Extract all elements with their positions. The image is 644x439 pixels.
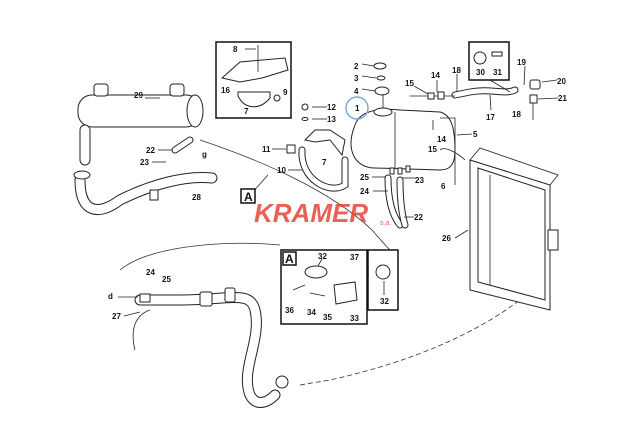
label-21: 21 [558, 94, 567, 103]
label-25: 25 [360, 173, 369, 182]
label-29: 29 [134, 91, 143, 100]
routing-line-upper [199, 139, 391, 251]
flange-4 [374, 86, 390, 96]
label-g: g [202, 150, 207, 159]
label-26: 26 [442, 234, 451, 243]
label-30: 30 [476, 68, 485, 77]
label-16: 16 [221, 86, 230, 95]
inset-a-marker [282, 251, 297, 266]
label-23-left: 23 [140, 158, 149, 167]
label-15: 15 [405, 79, 414, 88]
inset-a-side-detail [367, 249, 399, 311]
label-1: 1 [355, 104, 360, 113]
watermark-suffix: s.a. [380, 220, 391, 227]
expansion-tank-29 [77, 83, 204, 166]
bracket-16 [220, 45, 289, 108]
label-11: 11 [262, 145, 271, 154]
label-24: 24 [360, 187, 369, 196]
label-13: 13 [327, 115, 336, 124]
label-35: 35 [323, 313, 332, 322]
highlight-circle [345, 96, 369, 120]
cap-2 [373, 62, 387, 70]
bracket-7 [303, 129, 346, 157]
label-28: 28 [192, 193, 201, 202]
leader-lines [118, 48, 559, 317]
label-7: 7 [244, 107, 249, 116]
label-33: 33 [350, 314, 359, 323]
hose-27 [132, 287, 289, 408]
hose-28 [73, 136, 218, 215]
label-14-lower: 14 [437, 135, 446, 144]
detail-marker-a [240, 188, 256, 204]
label-12: 12 [327, 103, 336, 112]
label-5: 5 [473, 130, 478, 139]
routing-line-lower [119, 242, 281, 271]
label-4: 4 [354, 87, 359, 96]
label-6: 6 [441, 182, 446, 191]
label-17: 17 [486, 113, 495, 122]
label-7-bracket: 7 [322, 158, 327, 167]
detail-marker-a-label: A [244, 190, 253, 204]
label-23: 23 [415, 176, 424, 185]
label-32-side: 32 [380, 297, 389, 306]
label-27: 27 [112, 312, 121, 321]
label-8: 8 [233, 45, 238, 54]
washer-3 [376, 75, 386, 81]
label-14: 14 [431, 71, 440, 80]
label-31: 31 [493, 68, 502, 77]
label-22: 22 [414, 213, 423, 222]
label-9: 9 [283, 88, 288, 97]
label-18-right: 18 [512, 110, 521, 119]
label-19: 19 [517, 58, 526, 67]
label-10: 10 [277, 166, 286, 175]
label-20: 20 [557, 77, 566, 86]
label-22-left: 22 [146, 146, 155, 155]
label-18: 18 [452, 66, 461, 75]
radiator-26 [469, 147, 559, 311]
label-34: 34 [307, 308, 316, 317]
label-2: 2 [354, 62, 359, 71]
routing-line-bottom [299, 299, 521, 386]
label-3: 3 [354, 74, 359, 83]
bolt-11 [286, 144, 296, 154]
label-32: 32 [318, 252, 327, 261]
label-36: 36 [285, 306, 294, 315]
label-24-bottom: 24 [146, 268, 155, 277]
label-25-bottom: 25 [162, 275, 171, 284]
label-15-lower: 15 [428, 145, 437, 154]
watermark-brand: KRAMER [254, 198, 368, 228]
label-d: d [108, 292, 113, 301]
strap-10 [298, 146, 349, 192]
inset-a-marker-label: A [285, 252, 294, 266]
label-37: 37 [350, 253, 359, 262]
inset-clamp-detail [468, 41, 510, 81]
